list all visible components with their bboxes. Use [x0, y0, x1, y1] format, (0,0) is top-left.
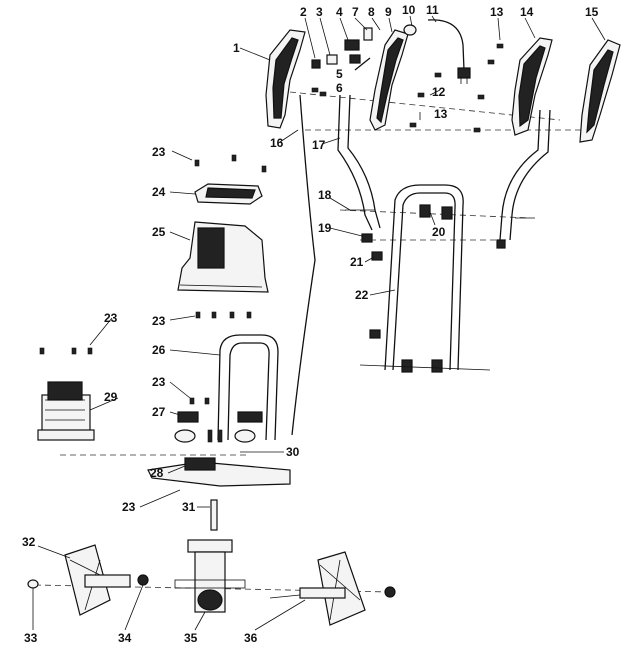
screws-top	[409, 43, 504, 133]
callout-24: 24	[152, 185, 166, 199]
callout-30: 30	[286, 445, 300, 459]
callout-31: 31	[182, 500, 196, 514]
callout-6: 6	[336, 81, 343, 95]
callout-28: 28	[150, 466, 164, 480]
callout-27: 27	[152, 405, 166, 419]
motor-top-cover	[194, 183, 263, 205]
callout-10: 10	[402, 3, 416, 17]
callout-12: 12	[432, 85, 446, 99]
tine-pin	[27, 579, 39, 589]
gearbox	[174, 539, 246, 613]
callout-4: 4	[336, 5, 343, 19]
callout-20: 20	[432, 225, 446, 239]
callout-25: 25	[152, 225, 166, 239]
callout-8: 8	[368, 5, 375, 19]
callout-2: 2	[300, 5, 307, 19]
callout-15: 15	[585, 5, 599, 19]
callout-33: 33	[24, 631, 38, 645]
callout-7: 7	[352, 5, 359, 19]
frame-clamps	[174, 411, 263, 443]
callout-22: 22	[355, 288, 369, 302]
callout-23c: 23	[104, 311, 118, 325]
motor-housing	[177, 221, 269, 293]
handle-housing-right	[369, 29, 409, 131]
callout-3: 3	[316, 5, 323, 19]
callout-29: 29	[104, 390, 118, 404]
handle-housing-left	[265, 29, 306, 129]
callout-23b: 23	[152, 314, 166, 328]
callout-34: 34	[118, 631, 132, 645]
callout-23d: 23	[152, 375, 166, 389]
callout-23e: 23	[122, 500, 136, 514]
upper-tube-right	[499, 109, 551, 241]
screws-23	[39, 154, 267, 405]
callout-18: 18	[318, 188, 332, 202]
callout-16: 16	[270, 136, 284, 150]
tine-assembly-left	[64, 544, 131, 616]
cable-clip	[369, 251, 383, 339]
callout-36: 36	[244, 631, 258, 645]
callout-1: 1	[233, 41, 240, 55]
callout-13a: 13	[490, 5, 504, 19]
lower-u-frame	[217, 334, 279, 441]
callout-11: 11	[426, 3, 439, 17]
tine-assembly-right	[269, 551, 396, 626]
callout-23a: 23	[152, 145, 166, 159]
callout-leaders	[32, 15, 606, 631]
handle-grip-15	[579, 39, 621, 143]
switch-components	[311, 27, 373, 97]
alignment-lines	[34, 91, 590, 593]
drive-shaft	[210, 499, 218, 531]
callout-5: 5	[336, 67, 343, 81]
handle-grip-14	[511, 37, 553, 136]
callout-32: 32	[22, 535, 36, 549]
callout-9: 9	[385, 5, 392, 19]
callout-labels: 1 2 3 4 5 6 7 8 9 10 11 12 13 13 14 15 1…	[22, 3, 599, 645]
callout-21: 21	[350, 255, 364, 269]
clamp-knobs	[401, 204, 453, 373]
electric-motor	[37, 381, 95, 441]
gear-base-plate	[147, 429, 291, 487]
callout-26: 26	[152, 343, 166, 357]
callout-19: 19	[318, 221, 332, 235]
callout-14: 14	[520, 5, 534, 19]
cable-rod	[291, 94, 316, 436]
lower-handle-frame	[359, 184, 491, 371]
callout-17: 17	[312, 138, 326, 152]
callout-35: 35	[184, 631, 198, 645]
tine-nut-left	[137, 574, 149, 586]
callout-13b: 13	[434, 107, 448, 121]
upper-tube-left	[337, 94, 381, 231]
